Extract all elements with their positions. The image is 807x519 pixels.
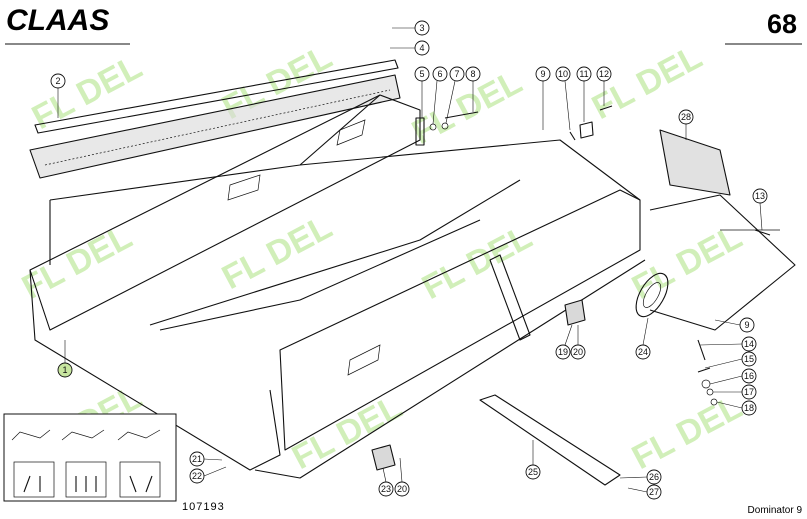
bolt-part-13: [754, 229, 771, 236]
orientation-inset: [3, 413, 177, 502]
callout-22[interactable]: 22: [189, 466, 227, 484]
callout-3[interactable]: 3: [392, 20, 430, 36]
callout-number: 24: [638, 347, 648, 357]
callout-number: 16: [744, 371, 754, 381]
callout-2[interactable]: 2: [50, 73, 66, 118]
callout-number: 2: [55, 76, 60, 86]
callout-number: 19: [558, 347, 568, 357]
callout-10[interactable]: 10: [555, 66, 571, 131]
callout-number: 20: [573, 347, 583, 357]
callout-number: 10: [558, 69, 568, 79]
callout-14[interactable]: 14: [699, 336, 757, 352]
callout-28[interactable]: 28: [678, 109, 694, 140]
watermark-text: FL DEL: [216, 208, 338, 297]
small-plate-part-23: [371, 444, 396, 471]
page-number: 68: [767, 9, 797, 39]
callout-26[interactable]: 26: [619, 469, 662, 485]
small-plate-part-19: [564, 299, 586, 326]
callout-number: 17: [744, 387, 754, 397]
callout-4[interactable]: 4: [390, 40, 430, 56]
plate-part-28: [659, 129, 731, 196]
callout-7[interactable]: 7: [445, 66, 465, 124]
callout-17[interactable]: 17: [713, 384, 757, 400]
callout-number: 20: [397, 484, 407, 494]
top-strip-part: [29, 59, 401, 179]
callout-6[interactable]: 6: [432, 66, 448, 125]
callout-number: 26: [649, 472, 659, 482]
callout-16[interactable]: 16: [709, 368, 757, 385]
watermark-text: FL DEL: [626, 388, 748, 477]
callout-19[interactable]: 19: [555, 324, 573, 360]
callout-8[interactable]: 8: [465, 66, 481, 112]
callout-number: 21: [192, 454, 202, 464]
callout-number: 3: [419, 23, 424, 33]
callout-number: 12: [599, 69, 609, 79]
callout-20a[interactable]: 20: [570, 325, 586, 360]
callout-number: 22: [192, 471, 202, 481]
callout-number: 18: [744, 403, 754, 413]
callout-24[interactable]: 24: [635, 317, 651, 360]
bar-part-25: [479, 394, 621, 486]
callout-11[interactable]: 11: [576, 66, 592, 122]
callout-number: 8: [470, 69, 475, 79]
callout-number: 14: [744, 339, 754, 349]
callout-number: 23: [381, 484, 391, 494]
callout-25[interactable]: 25: [525, 440, 541, 480]
fastener-group-top: [415, 105, 613, 146]
callout-number: 28: [681, 112, 691, 122]
callout-number: 15: [744, 354, 754, 364]
callout-number: 6: [437, 69, 442, 79]
watermark-layer: FL DEL FL DEL FL DEL FL DEL FL DEL FL DE…: [16, 38, 748, 477]
callout-number: 5: [419, 69, 424, 79]
callout-number: 9: [540, 69, 545, 79]
callout-number: 1: [62, 365, 67, 375]
model-label: Dominator 9: [748, 505, 803, 516]
brand-logo: CLAAS: [6, 4, 109, 37]
callout-9[interactable]: 9: [535, 66, 551, 130]
hardware-group-14-18: [697, 339, 718, 406]
callout-number: 9: [744, 320, 749, 330]
callout-27[interactable]: 27: [627, 484, 662, 500]
drawing-number: 107193: [182, 501, 225, 513]
side-panel-part: [649, 194, 796, 331]
callout-20b[interactable]: 20: [394, 457, 410, 497]
callout-9b[interactable]: 9: [714, 317, 755, 333]
callout-15[interactable]: 15: [704, 351, 757, 369]
callout-number: 4: [419, 43, 424, 53]
callout-number: 7: [454, 69, 459, 79]
callout-5[interactable]: 5: [414, 66, 430, 118]
callout-number: 25: [528, 467, 538, 477]
oval-gasket-part-24: [635, 272, 669, 318]
callout-number: 27: [649, 487, 659, 497]
callout-21[interactable]: 21: [189, 451, 223, 467]
watermark-text: FL DEL: [626, 218, 748, 307]
callout-1[interactable]: 1: [57, 340, 73, 378]
main-frame-part: [29, 94, 646, 479]
callout-number: 13: [755, 191, 765, 201]
callout-12[interactable]: 12: [596, 66, 612, 106]
callout-18[interactable]: 18: [716, 400, 757, 416]
callout-23[interactable]: 23: [378, 467, 394, 497]
callout-number: 11: [579, 69, 588, 79]
callout-13[interactable]: 13: [752, 188, 768, 231]
